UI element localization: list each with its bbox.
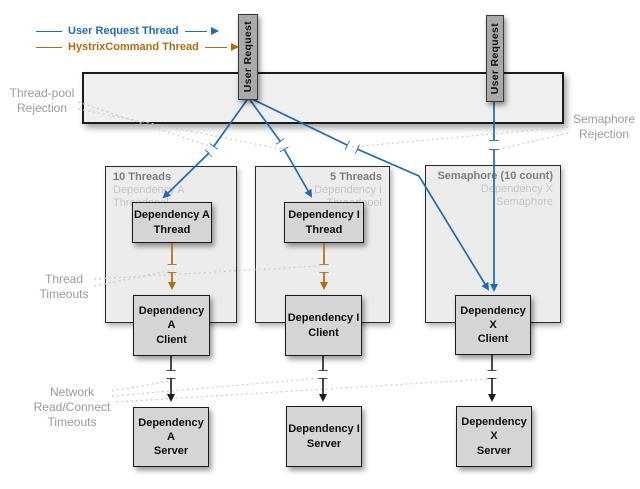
threadpool-rejection-label: Thread-pool Rejection xyxy=(9,86,75,115)
pool-i-title: 5 Threads xyxy=(330,171,382,183)
pool-x-subtitle: Dependency X Semaphore xyxy=(480,183,553,209)
dependency-x-server-box: Dependency X Server xyxy=(456,406,532,467)
legend-user-request-label: User Request Thread xyxy=(68,25,179,37)
network-timeout-pointers xyxy=(111,377,490,403)
dependency-x-client-label: Dependency X Client xyxy=(460,304,526,346)
user-request-box-1: User Request xyxy=(238,14,258,100)
dependency-i-client-label: Dependency I Client xyxy=(287,312,360,339)
legend-blue-line xyxy=(36,30,62,32)
dependency-i-server-label: Dependency I Server xyxy=(288,423,360,450)
network-timeouts-label: Network Read/Connect Timeouts xyxy=(33,385,111,429)
dependency-i-client-box: Dependency I Client xyxy=(285,295,362,356)
user-request-2-label: User Request xyxy=(489,22,501,95)
dependency-a-thread-label: Dependency A Thread xyxy=(133,209,210,236)
legend-blue-arrow-icon xyxy=(210,27,223,35)
semaphore-rejection-pointers xyxy=(351,126,569,151)
legend-orange-arrow-icon xyxy=(230,43,243,51)
dependency-i-thread-label: Dependency I Thread xyxy=(288,209,360,236)
legend-orange-line xyxy=(36,46,62,48)
legend-hystrix-command-label: HystrixCommand Thread xyxy=(68,41,199,53)
legend-hystrix-command-thread: HystrixCommand Thread xyxy=(36,41,243,53)
pool-x-title: Semaphore (10 count) xyxy=(437,170,553,182)
dependency-a-client-box: Dependency A Client xyxy=(133,295,210,356)
legend-user-request-thread: User Request Thread xyxy=(36,25,223,37)
dependency-i-server-box: Dependency I Server xyxy=(286,406,362,467)
dependency-i-thread-box: Dependency I Thread xyxy=(284,202,364,243)
dependency-a-server-label: Dependency A Server xyxy=(138,416,204,458)
dependency-a-thread-box: Dependency A Thread xyxy=(132,202,212,243)
user-request-1-label: User Request xyxy=(242,21,254,93)
legend-blue-tail xyxy=(184,30,207,32)
dependency-x-client-box: Dependency X Client xyxy=(455,295,531,355)
semaphore-rejection-label: Semaphore Rejection xyxy=(572,112,636,141)
network-lines xyxy=(171,355,492,400)
user-request-box-2: User Request xyxy=(486,15,504,102)
dependency-a-server-box: Dependency A Server xyxy=(133,407,209,467)
dependency-a-client-label: Dependency A Client xyxy=(138,305,205,346)
pool-a-title: 10 Threads xyxy=(113,171,172,183)
dependency-x-server-label: Dependency X Server xyxy=(461,416,527,457)
thread-timeouts-label: Thread Timeouts xyxy=(39,272,89,301)
legend-orange-tail xyxy=(204,46,227,48)
